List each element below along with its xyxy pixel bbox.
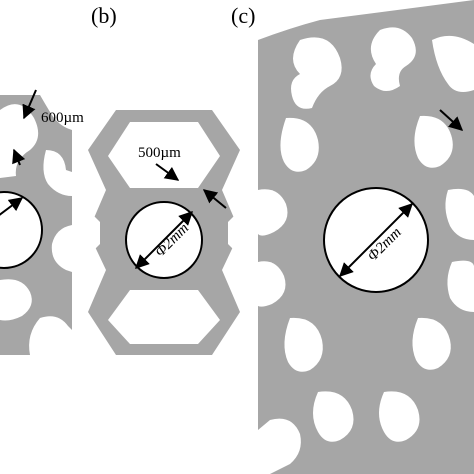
panel-a-void-top	[0, 104, 39, 178]
panel-c-void-5	[414, 115, 453, 168]
panel-c-void-10	[284, 317, 323, 372]
panel-b-notch-right	[228, 210, 240, 256]
panel-a-dia-arrow	[0, 197, 24, 216]
panel-c-void-12	[313, 391, 354, 442]
panel-b-500um-arrow-1	[155, 163, 180, 181]
panel-a-small-arrow	[12, 148, 26, 166]
panel-c-dia-arrow	[339, 203, 413, 277]
panel-a-600um-arrow	[22, 89, 37, 120]
panel-b-hex-bottom	[108, 290, 220, 344]
panel-a-void-right	[51, 225, 72, 272]
panel-a-600um-label: 600µm	[41, 110, 84, 126]
panel-c-void-11	[412, 317, 451, 370]
panel-c-void-13	[379, 391, 420, 442]
panel-c-void-7	[445, 188, 474, 240]
panel-b: (b) Φ2mm 500µm	[88, 3, 240, 355]
panel-a: 600µm	[0, 89, 84, 355]
panel-b-500um-label: 500µm	[138, 145, 181, 161]
panel-b-notch-left	[88, 210, 100, 256]
panel-b-dia-arrow	[135, 211, 193, 269]
panel-c-void-3	[432, 35, 474, 92]
panel-c-void-1	[291, 37, 342, 109]
panel-b-hex-top	[108, 122, 220, 188]
panel-a-void-mid	[43, 150, 72, 196]
panel-c: (c) Φ2mm	[231, 0, 474, 474]
panel-c-label: (c)	[231, 3, 255, 28]
panel-c-small-arrow	[439, 109, 464, 131]
panel-b-500um-arrow-2	[202, 189, 227, 209]
panel-a-void-bottom	[29, 316, 72, 355]
panel-c-void-14	[258, 418, 301, 474]
panel-c-void-9	[447, 260, 474, 312]
panel-a-void-low	[0, 279, 32, 321]
panel-b-label: (b)	[91, 3, 117, 28]
panel-c-void-2	[370, 27, 416, 91]
panel-c-void-8	[258, 261, 286, 307]
panel-c-void-4	[280, 117, 319, 172]
panel-a-void-topright	[40, 95, 72, 130]
panel-c-void-6	[258, 189, 288, 236]
